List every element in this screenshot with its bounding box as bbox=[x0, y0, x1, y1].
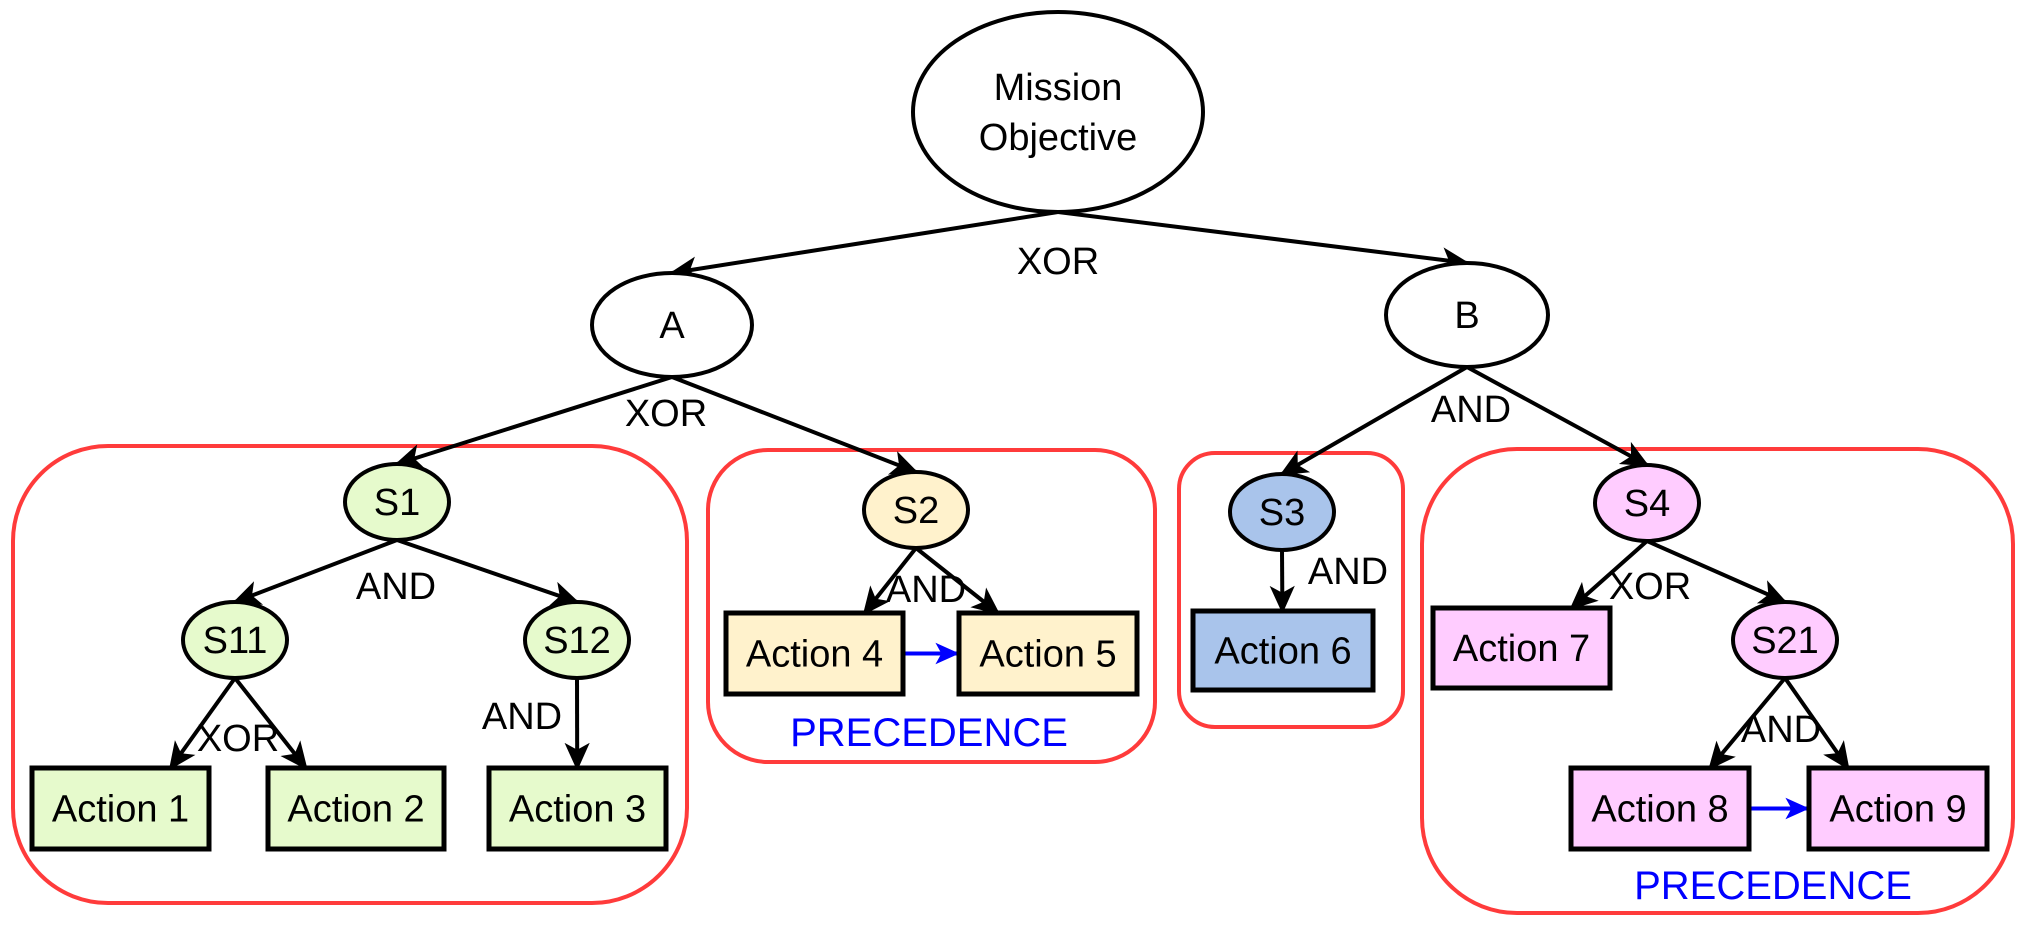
decomposition-label-s11: XOR bbox=[197, 718, 279, 760]
node-label-s4: S4 bbox=[1624, 483, 1670, 525]
decomposition-label-s2: AND bbox=[886, 569, 966, 611]
node-label-s3: S3 bbox=[1259, 492, 1305, 534]
goal-node-b: B bbox=[1384, 261, 1550, 369]
goal-ellipse-a bbox=[590, 271, 754, 379]
action-box-action2 bbox=[265, 765, 447, 852]
edge-b-to-s3 bbox=[1279, 365, 1469, 476]
node-label-b: B bbox=[1454, 295, 1479, 337]
action-box-action6 bbox=[1190, 608, 1376, 693]
node-label-s11: S11 bbox=[203, 620, 268, 662]
goal-ellipse-s1 bbox=[343, 462, 451, 542]
goal-node-s4: S4 bbox=[1593, 463, 1701, 543]
edge-s2-to-action4 bbox=[862, 546, 918, 616]
action-box-action1 bbox=[29, 765, 212, 852]
goal-node-s12: S12 bbox=[523, 600, 631, 680]
edge-s4-to-s21 bbox=[1646, 539, 1788, 604]
goal-node-s3: S3 bbox=[1228, 472, 1336, 552]
action-node-action4: Action 4 bbox=[723, 610, 906, 697]
node-label-action6: Action 6 bbox=[1214, 631, 1351, 673]
edge-mission-to-b bbox=[1057, 210, 1470, 273]
edge-s1-to-s11 bbox=[232, 538, 398, 605]
goal-node-a: A bbox=[590, 271, 754, 379]
goal-ellipse-s21 bbox=[1731, 600, 1839, 680]
action-box-action5 bbox=[956, 610, 1140, 697]
decomposition-label-b: AND bbox=[1431, 389, 1511, 431]
action-box-action9 bbox=[1806, 765, 1990, 852]
goal-node-s2: S2 bbox=[862, 470, 970, 550]
goal-ellipse-mission bbox=[911, 10, 1205, 214]
group-box-s2 bbox=[706, 448, 1157, 764]
node-label-action7: Action 7 bbox=[1453, 628, 1590, 670]
edge-s11-to-action1 bbox=[168, 676, 237, 771]
action-node-action6: Action 6 bbox=[1190, 608, 1376, 693]
node-label-action4: Action 4 bbox=[746, 634, 883, 676]
decomposition-label-s21: AND bbox=[1741, 709, 1821, 751]
decomposition-label-s12: AND bbox=[482, 696, 562, 738]
edge-s4-to-action7 bbox=[1569, 539, 1649, 610]
node-label-s2: S2 bbox=[893, 490, 939, 532]
goal-ellipse-s12 bbox=[523, 600, 631, 680]
node-label-s12: S12 bbox=[543, 620, 611, 662]
edge-b-to-s4 bbox=[1466, 365, 1650, 467]
edge-s1-to-s12 bbox=[396, 538, 580, 606]
edge-s11-to-action2 bbox=[233, 676, 308, 771]
node-label-mission-line-2: Objective bbox=[979, 117, 1137, 159]
group-box-s4 bbox=[1420, 447, 2015, 915]
goal-ellipse-b bbox=[1384, 261, 1550, 369]
node-label-action1: Action 1 bbox=[52, 789, 189, 831]
action-box-action8 bbox=[1568, 765, 1752, 852]
action-node-action5: Action 5 bbox=[956, 610, 1140, 697]
goal-ellipse-s2 bbox=[862, 470, 970, 550]
decomposition-label-s3: AND bbox=[1308, 551, 1388, 593]
action-box-action3 bbox=[486, 765, 669, 852]
precedence-label-s2: PRECEDENCE bbox=[790, 711, 1068, 755]
node-label-s21: S21 bbox=[1751, 620, 1819, 662]
goal-node-s21: S21 bbox=[1731, 600, 1839, 680]
action-node-action7: Action 7 bbox=[1430, 605, 1613, 691]
goal-ellipse-s11 bbox=[181, 600, 289, 680]
node-label-mission-line-1: Mission bbox=[994, 67, 1123, 109]
edge-a-to-s1 bbox=[394, 375, 673, 469]
action-node-action1: Action 1 bbox=[29, 765, 212, 852]
node-label-action3: Action 3 bbox=[509, 789, 646, 831]
goal-node-s11: S11 bbox=[181, 600, 289, 680]
precedence-label-s4: PRECEDENCE bbox=[1634, 864, 1912, 908]
action-node-action9: Action 9 bbox=[1806, 765, 1990, 852]
action-node-action3: Action 3 bbox=[486, 765, 669, 852]
goal-ellipse-s3 bbox=[1228, 472, 1336, 552]
edge-s21-to-action8 bbox=[1708, 676, 1787, 771]
decomposition-label-mission: XOR bbox=[1017, 241, 1099, 283]
goal-ellipse-s4 bbox=[1593, 463, 1701, 543]
decomposition-label-a: XOR bbox=[625, 393, 707, 435]
node-label-action9: Action 9 bbox=[1829, 789, 1966, 831]
edge-a-to-s2 bbox=[671, 375, 919, 475]
action-box-action7 bbox=[1430, 605, 1613, 691]
decomposition-label-s1: AND bbox=[356, 566, 436, 608]
node-label-action2: Action 2 bbox=[287, 789, 424, 831]
edge-s2-to-action5 bbox=[914, 546, 1001, 615]
node-label-a: A bbox=[659, 305, 685, 347]
action-node-action2: Action 2 bbox=[265, 765, 447, 852]
node-label-s1: S1 bbox=[374, 482, 420, 524]
edge-s21-to-action9 bbox=[1783, 676, 1850, 771]
node-label-action5: Action 5 bbox=[979, 634, 1116, 676]
action-node-action8: Action 8 bbox=[1568, 765, 1752, 852]
edge-mission-to-a bbox=[669, 210, 1059, 282]
group-box-s1 bbox=[11, 444, 689, 905]
node-label-action8: Action 8 bbox=[1591, 789, 1728, 831]
goal-node-s1: S1 bbox=[343, 462, 451, 542]
action-box-action4 bbox=[723, 610, 906, 697]
decomposition-label-s4: XOR bbox=[1609, 566, 1691, 608]
